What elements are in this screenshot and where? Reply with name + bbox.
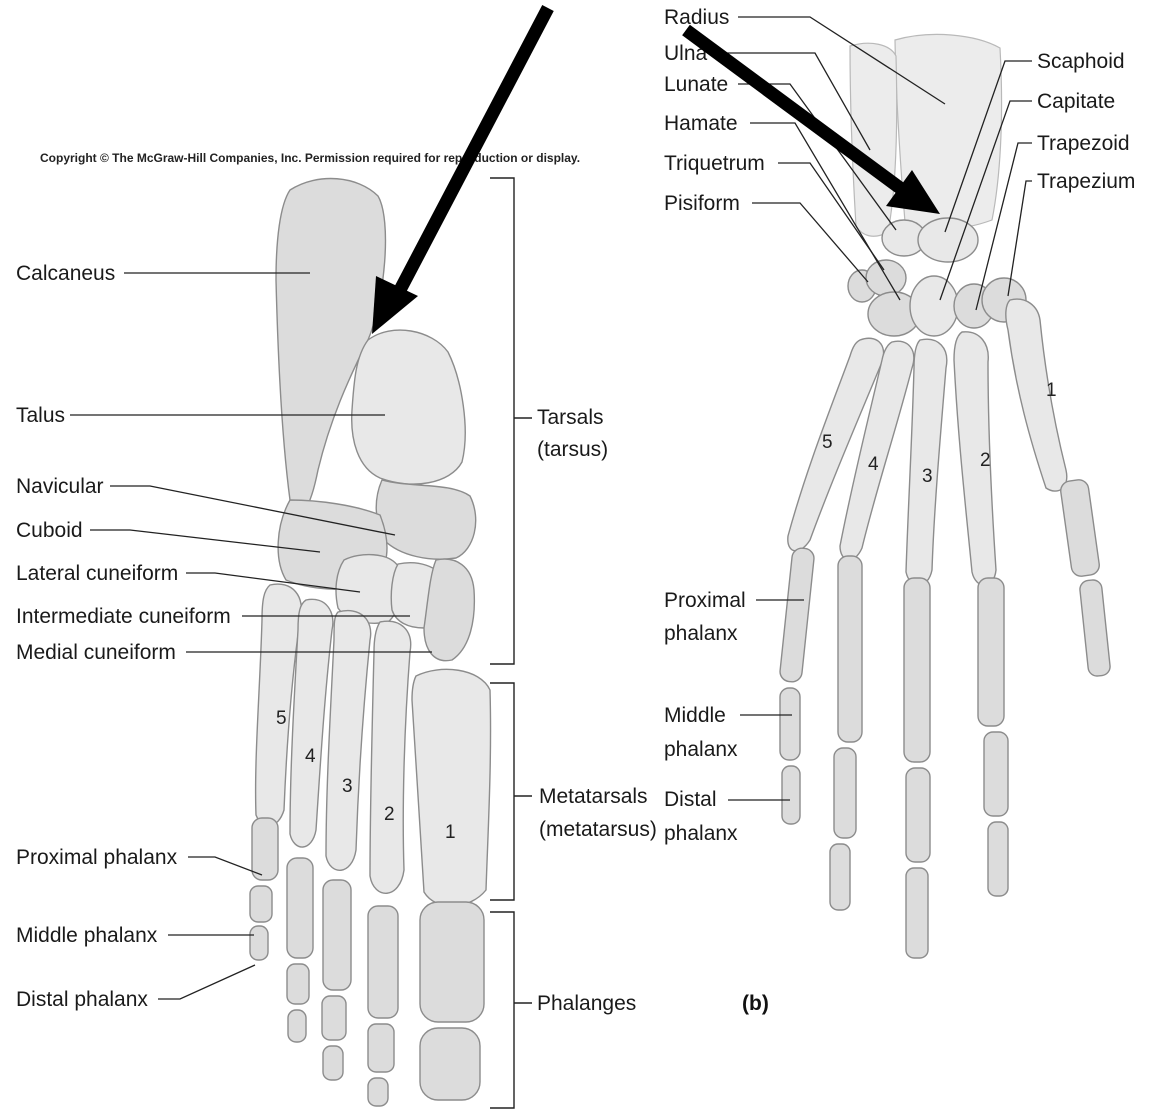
label-metatarsus: (metatarsus) bbox=[539, 818, 657, 841]
label-medial-cuneiform: Medial cuneiform bbox=[16, 641, 176, 664]
pointer-arrow-foot bbox=[372, 8, 548, 334]
bracket-tarsals bbox=[490, 178, 532, 664]
label-tarsals: Tarsals bbox=[537, 406, 604, 429]
label-trapezium: Trapezium bbox=[1037, 170, 1135, 193]
bracket-metatarsals bbox=[490, 683, 532, 900]
medial-cuneiform-bone bbox=[424, 559, 474, 661]
label-triquetrum: Triquetrum bbox=[664, 152, 765, 175]
talus-bone bbox=[352, 330, 465, 484]
label-hand-proximal-line1: Proximal bbox=[664, 589, 746, 612]
label-scaphoid: Scaphoid bbox=[1037, 50, 1125, 73]
foot-digit-4: 4 bbox=[305, 746, 316, 767]
label-capitate: Capitate bbox=[1037, 90, 1115, 113]
metatarsal-3 bbox=[326, 611, 371, 871]
label-cuboid: Cuboid bbox=[16, 519, 83, 542]
foot-digit-2: 2 bbox=[384, 804, 395, 825]
hand-digit-1: 1 bbox=[1046, 380, 1057, 401]
label-intermediate-cuneiform: Intermediate cuneiform bbox=[16, 605, 231, 628]
metatarsal-2 bbox=[370, 621, 411, 893]
label-hand-distal-line1: Distal bbox=[664, 788, 717, 811]
label-phalanges: Phalanges bbox=[537, 992, 636, 1015]
label-metatarsals: Metatarsals bbox=[539, 785, 648, 808]
hand-digit-4: 4 bbox=[868, 454, 879, 475]
foot-illustration bbox=[250, 179, 491, 1106]
foot-digit-5: 5 bbox=[276, 708, 287, 729]
label-hamate: Hamate bbox=[664, 112, 738, 135]
label-trapezoid: Trapezoid bbox=[1037, 132, 1130, 155]
metacarpal-1 bbox=[1006, 299, 1067, 491]
hand-digit-5: 5 bbox=[822, 432, 833, 453]
label-lunate: Lunate bbox=[664, 73, 728, 96]
bracket-phalanges bbox=[490, 912, 532, 1108]
label-hand-middle-line2: phalanx bbox=[664, 738, 738, 761]
navicular-bone bbox=[376, 480, 475, 559]
capitate-bone bbox=[910, 276, 958, 336]
label-foot-distal-phalanx: Distal phalanx bbox=[16, 988, 148, 1011]
label-navicular: Navicular bbox=[16, 475, 104, 498]
hand-digit-2: 2 bbox=[980, 450, 991, 471]
copyright-notice: Copyright © The McGraw-Hill Companies, I… bbox=[40, 151, 580, 165]
finger-phalanges bbox=[779, 479, 1111, 958]
label-hand-proximal-line2: phalanx bbox=[664, 622, 738, 645]
label-talus: Talus bbox=[16, 404, 65, 427]
label-hand-distal-line2: phalanx bbox=[664, 822, 738, 845]
label-foot-proximal-phalanx: Proximal phalanx bbox=[16, 846, 178, 869]
foot-digit-1: 1 bbox=[445, 822, 456, 843]
label-foot-middle-phalanx: Middle phalanx bbox=[16, 924, 158, 947]
hand-digit-3: 3 bbox=[922, 466, 933, 487]
label-hand-middle-line1: Middle bbox=[664, 704, 726, 727]
metacarpal-3 bbox=[906, 339, 947, 585]
label-pisiform: Pisiform bbox=[664, 192, 740, 215]
label-tarsus: (tarsus) bbox=[537, 438, 608, 461]
label-radius: Radius bbox=[664, 6, 729, 29]
panel-label-b: (b) bbox=[742, 992, 769, 1015]
label-lateral-cuneiform: Lateral cuneiform bbox=[16, 562, 178, 585]
metatarsal-1 bbox=[412, 669, 491, 906]
foot-digit-3: 3 bbox=[342, 776, 353, 797]
label-calcaneus: Calcaneus bbox=[16, 262, 115, 285]
ulna-bone bbox=[850, 43, 897, 236]
triquetrum-bone bbox=[866, 260, 906, 296]
